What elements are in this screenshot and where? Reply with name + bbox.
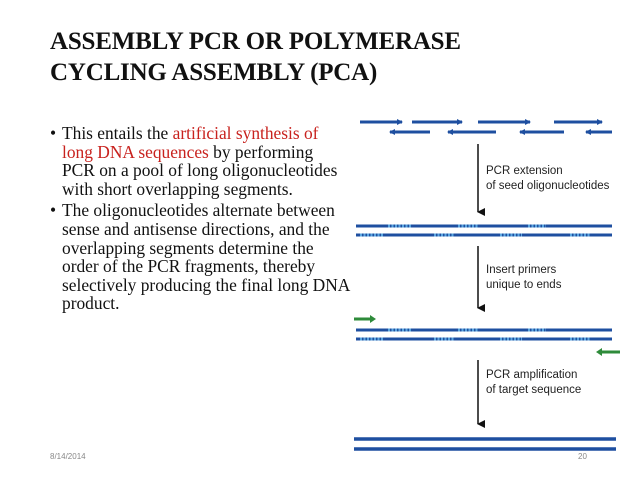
final-dna-product: [354, 437, 616, 451]
step-1-label-line-2: of seed oligonucleotides: [486, 180, 610, 192]
bullet-symbol: •: [50, 200, 57, 221]
footer-date: 8/14/2014: [50, 452, 86, 461]
step-3-label-line-1: PCR amplification: [486, 369, 577, 381]
footer-page-number: 20: [578, 452, 587, 461]
bullet-symbol: •: [50, 123, 57, 143]
bullet-2-text: The oligonucleotides alternate between s…: [62, 200, 350, 314]
bullet-1-pre: This entails the: [62, 123, 173, 143]
slide-title: ASSEMBLY PCR OR POLYMERASE CYCLING ASSEM…: [50, 26, 610, 88]
pca-diagram: PCR extension of seed oligonucleotides I…: [354, 119, 620, 451]
bullet-list: •This entails the artificial synthesis o…: [50, 124, 350, 316]
step-2-label-line-1: Insert primers: [486, 264, 557, 276]
seed-oligonucleotides: [360, 119, 612, 135]
slide-title-line-2: CYCLING ASSEMBLY (PCA): [50, 59, 378, 86]
bullet-1-post: by performing PCR on a pool of long olig…: [62, 141, 338, 199]
step-2-label-line-2: unique to ends: [486, 279, 562, 291]
bullet-item-1: •This entails the artificial synthesis o…: [50, 124, 350, 198]
bullet-1-highlight: artificial synthesis of long DNA sequenc…: [62, 123, 319, 162]
strands-with-primers: [354, 315, 620, 356]
slide-title-line-1: ASSEMBLY PCR OR POLYMERASE: [50, 28, 461, 55]
bullet-item-2: •The oligonucleotides alternate between …: [50, 201, 350, 313]
extended-strands: [356, 224, 612, 237]
step-3-label-line-2: of target sequence: [486, 384, 581, 396]
step-1-label-line-1: PCR extension: [486, 165, 563, 177]
